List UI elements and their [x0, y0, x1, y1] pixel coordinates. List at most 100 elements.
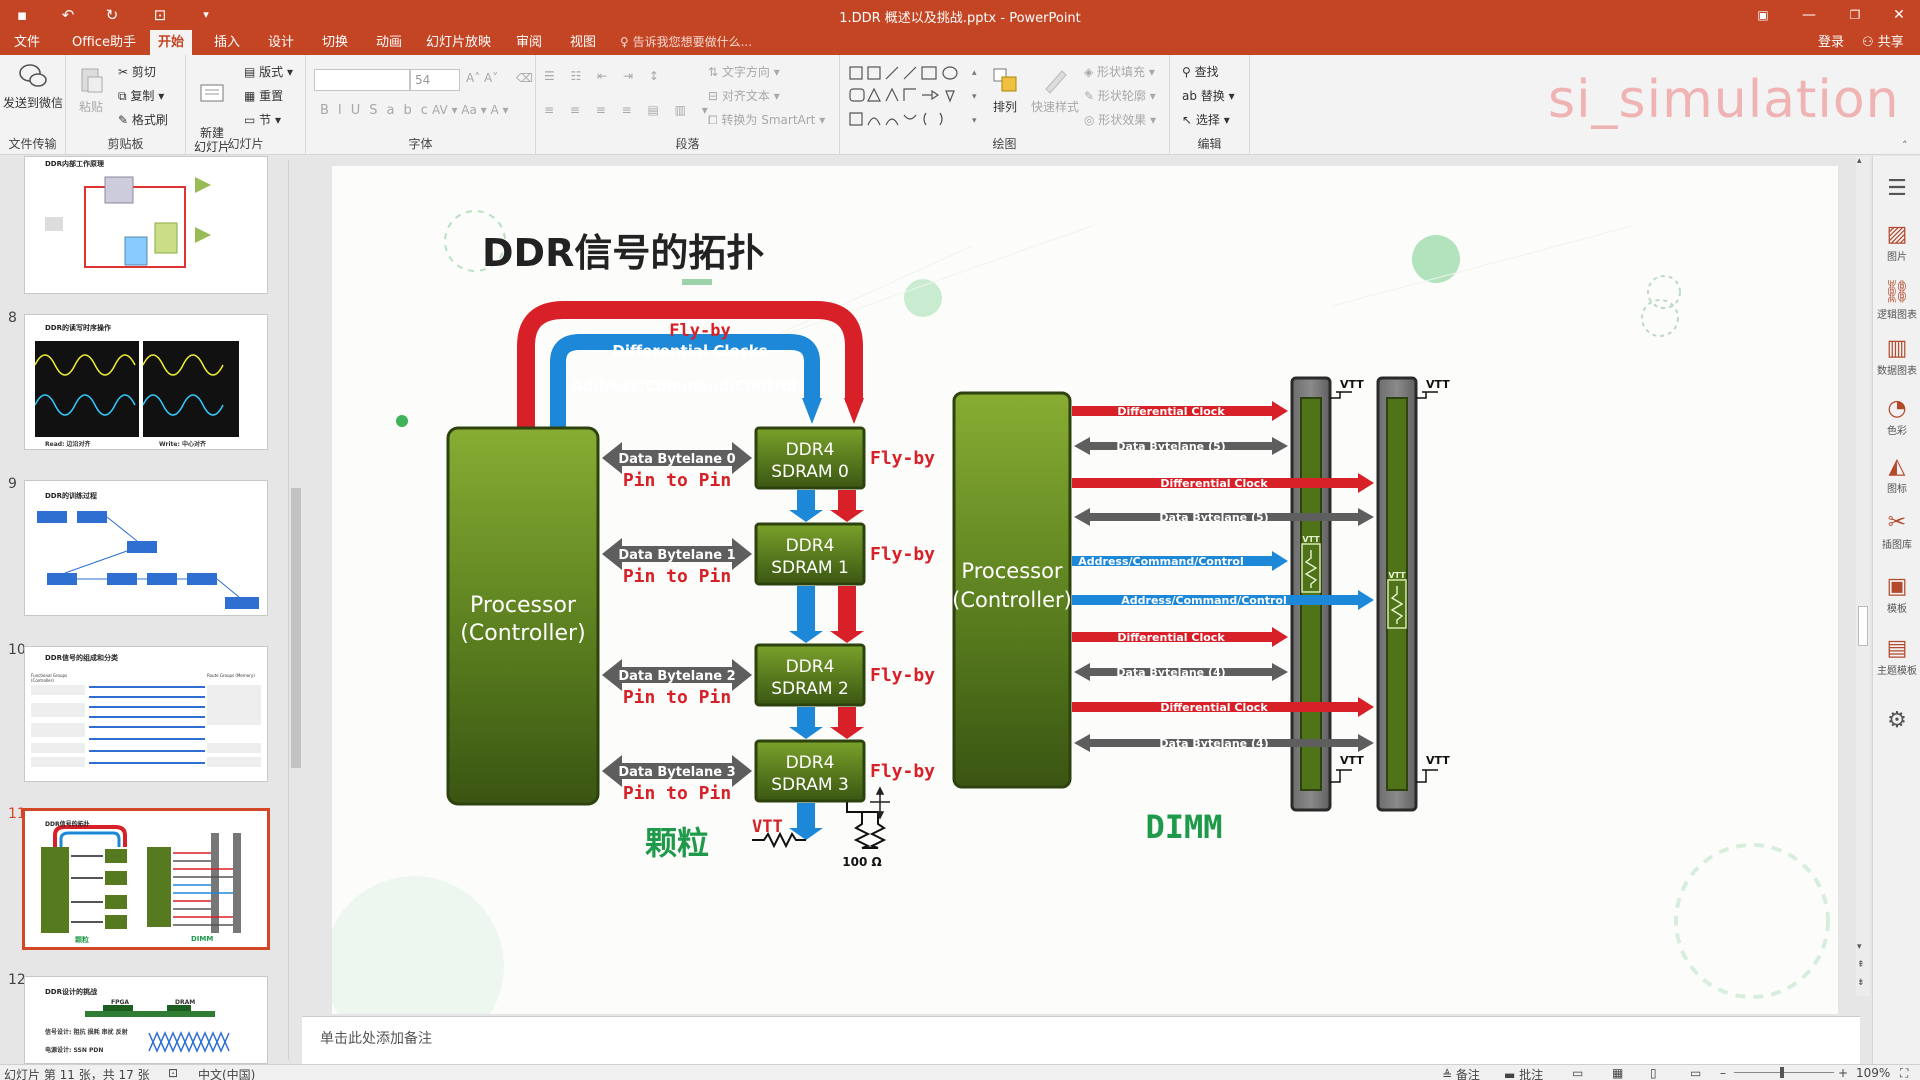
title-accent	[682, 279, 712, 285]
thumbnail-scrollbar-thumb[interactable]	[291, 488, 301, 768]
minimize-button[interactable]: —	[1802, 7, 1816, 23]
align-text-button[interactable]: ⊟ 对齐文本 ▾	[708, 89, 780, 103]
slide-title: DDR信号的拓扑	[482, 231, 764, 275]
zoom-out-button[interactable]: –	[1720, 1066, 1726, 1080]
replace-button[interactable]: ab 替换 ▾	[1182, 89, 1235, 103]
zoom-slider[interactable]	[1734, 1072, 1834, 1073]
collapse-ribbon-icon[interactable]: ˄	[1902, 139, 1908, 152]
reset-button[interactable]: ▦ 重置	[244, 89, 284, 103]
shape-outline-button[interactable]: ✎ 形状轮廓 ▾	[1084, 89, 1156, 103]
ribbon-display-icon[interactable]: ▣	[1757, 8, 1769, 22]
slide-thumbnail-12[interactable]: DDR设计的挑战 FPGA DRAM 信号设计: 阻抗 损耗 串扰 反射 电源设…	[24, 976, 268, 1064]
font-style-buttons[interactable]: BIUSabc	[320, 103, 437, 118]
tell-me-search[interactable]: ♀ 告诉我您想要做什么...	[620, 35, 753, 49]
reading-view-button[interactable]: ▯	[1650, 1066, 1657, 1080]
pane-pictures-button[interactable]: ▨图片	[1873, 222, 1920, 263]
fit-slide-icon[interactable]: ⛶	[1900, 1066, 1909, 1080]
section-button[interactable]: ▭ 节 ▾	[244, 113, 282, 127]
redo-icon[interactable]: ↻	[105, 6, 119, 24]
notes-pane[interactable]: 单击此处添加备注	[302, 1016, 1860, 1064]
grow-font-icon[interactable]: A˄ A˅	[466, 71, 499, 85]
slide-thumbnail-7[interactable]: DDR内部工作原理	[24, 156, 268, 294]
tab-review[interactable]: 审阅	[516, 35, 543, 50]
language-indicator[interactable]: 中文(中国)	[198, 1068, 256, 1080]
scroll-down-icon[interactable]: ▾	[1857, 942, 1862, 952]
start-slideshow-icon[interactable]: ⊡	[153, 6, 167, 24]
thumbnail-topology	[41, 825, 241, 933]
zoom-in-button[interactable]: +	[1838, 1066, 1849, 1080]
char-spacing-icon[interactable]: AV ▾ Aa ▾ A ▾	[432, 103, 509, 117]
zoom-slider-thumb[interactable]	[1780, 1067, 1784, 1078]
slide-thumbnail-9[interactable]: DDR的训练过程	[24, 480, 268, 616]
arrange-button[interactable]: 排列	[990, 65, 1020, 115]
restore-button[interactable]: ❐	[1849, 8, 1861, 22]
previous-slide-icon[interactable]: ⇞	[1857, 960, 1865, 970]
pane-template-button[interactable]: ▣模板	[1873, 574, 1920, 615]
tab-home[interactable]: 开始	[150, 30, 193, 55]
save-icon[interactable]: ▪	[16, 6, 28, 24]
copy-button[interactable]: ⧉ 复制 ▾	[118, 89, 165, 103]
pane-illustration-button[interactable]: ✂插图库	[1873, 510, 1920, 551]
cut-button[interactable]: ✂ 剪切	[118, 65, 156, 79]
zoom-level[interactable]: 109%	[1856, 1066, 1891, 1080]
scroll-up-icon[interactable]: ▴	[1857, 156, 1862, 166]
font-name-input[interactable]	[314, 69, 410, 91]
pane-menu-icon[interactable]: ☰	[1887, 176, 1907, 201]
tab-design[interactable]: 设计	[268, 35, 295, 50]
pane-logic-chart-button[interactable]: ⛓逻辑图表	[1873, 280, 1920, 321]
tab-transitions[interactable]: 切换	[322, 35, 349, 50]
new-slide-button[interactable]: 新建 幻灯片	[194, 65, 230, 154]
next-slide-icon[interactable]: ⇟	[1857, 978, 1865, 988]
send-to-wechat-button[interactable]: 发送到微信	[2, 61, 64, 111]
login-link[interactable]: 登录	[1818, 35, 1845, 50]
format-painter-button[interactable]: ✎ 格式刷	[118, 113, 168, 127]
spellcheck-icon[interactable]: ⊡	[168, 1066, 179, 1080]
thumbnail-label: DRAM	[175, 999, 196, 1006]
text-direction-button[interactable]: ⇅ 文字方向 ▾	[708, 65, 780, 79]
tab-file[interactable]: 文件	[14, 35, 41, 50]
clear-format-icon[interactable]: ⌫	[516, 71, 533, 85]
dimm-signal-arrow	[1072, 590, 1374, 610]
slide-scrollbar-thumb[interactable]	[1858, 606, 1868, 646]
find-button[interactable]: ⚲ 查找	[1182, 65, 1219, 79]
shape-gallery[interactable]: ▴▾▾	[846, 63, 982, 135]
tab-office-assistant[interactable]: Office助手	[72, 35, 136, 50]
align-buttons[interactable]: ≡ ≡ ≡ ≡ ▤ ▥ ▾	[544, 103, 714, 117]
undo-icon[interactable]: ↶	[61, 6, 75, 24]
thumbnail-caption: 颗粒	[75, 936, 89, 944]
paste-button[interactable]: 粘贴	[76, 65, 106, 115]
close-button[interactable]: ✕	[1893, 7, 1905, 23]
pane-icons-button[interactable]: ◭图标	[1873, 454, 1920, 495]
font-size-input[interactable]: 54	[410, 69, 460, 91]
slide-scrollbar[interactable]: ▴ ▾ ⇞ ⇟	[1856, 156, 1870, 996]
slide-thumbnail-10[interactable]: DDR信号的组成和分类 Functional Groups (Controlle…	[24, 646, 268, 782]
layout-button[interactable]: ▤ 版式 ▾	[244, 65, 294, 79]
quick-styles-button[interactable]: 快速样式	[1030, 65, 1080, 115]
flyby-address-arrow	[789, 707, 823, 739]
shape-fill-button[interactable]: ◈ 形状填充 ▾	[1084, 65, 1155, 79]
notes-toggle[interactable]: ≜ 备注	[1442, 1068, 1480, 1080]
pane-theme-template-button[interactable]: ▤主题模板	[1873, 636, 1920, 677]
list-buttons[interactable]: ☰ ☷ ⇤ ⇥ ↕	[544, 69, 665, 83]
slide-sorter-button[interactable]: ▦	[1612, 1066, 1624, 1080]
pane-settings-button[interactable]: ⚙	[1873, 708, 1920, 734]
smartart-button[interactable]: ⧠ 转换为 SmartArt ▾	[708, 113, 826, 127]
tab-animations[interactable]: 动画	[376, 35, 403, 50]
tab-insert[interactable]: 插入	[214, 35, 241, 50]
pane-data-chart-button[interactable]: ▥数据图表	[1873, 336, 1920, 377]
tab-view[interactable]: 视图	[570, 35, 597, 50]
select-button[interactable]: ↖ 选择 ▾	[1182, 113, 1230, 127]
slideshow-view-button[interactable]: ▭	[1690, 1066, 1702, 1080]
pane-color-button[interactable]: ◔色彩	[1873, 396, 1920, 437]
slide-thumbnail-11[interactable]: DDR信号的拓扑 颗粒 DIMM	[22, 808, 270, 950]
slide-thumbnail-8[interactable]: DDR的读写时序操作 Read: 边沿对齐 Write: 中心对齐	[24, 314, 268, 450]
shape-effects-button[interactable]: ◎ 形状效果 ▾	[1084, 113, 1157, 127]
share-button[interactable]: ⚇ 共享	[1862, 35, 1904, 50]
comments-toggle[interactable]: ▬ 批注	[1504, 1068, 1544, 1080]
tab-slideshow[interactable]: 幻灯片放映	[426, 35, 492, 50]
normal-view-button[interactable]: ▭	[1572, 1066, 1584, 1080]
customize-qat-icon[interactable]: ▾	[203, 8, 209, 21]
thumbnail-scrollbar[interactable]	[288, 160, 302, 1060]
termination-resistor	[1304, 550, 1318, 588]
